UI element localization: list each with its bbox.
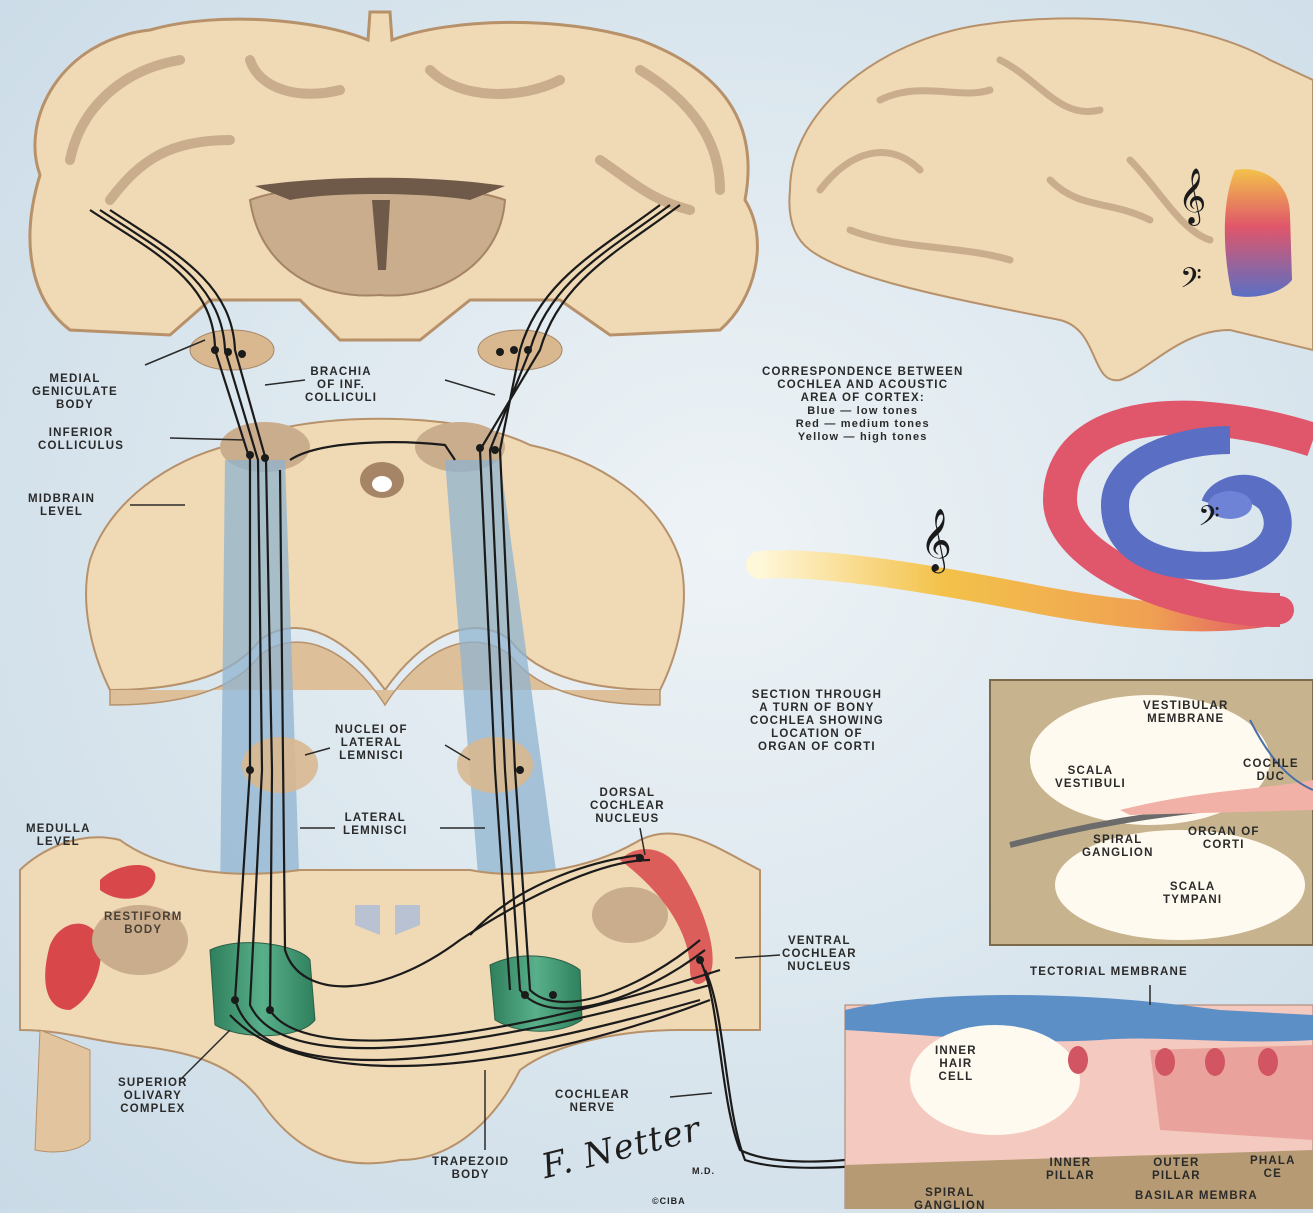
nucleus-lateral-lemniscus-left	[242, 737, 318, 793]
midbrain-section	[86, 330, 684, 705]
label-basilar-membrane: BASILAR MEMBRA	[1135, 1190, 1258, 1203]
treble-clef-icon: 𝄞	[1178, 168, 1206, 225]
brain-coronal-section	[30, 12, 757, 340]
publisher-mark: ©CIBA	[652, 1196, 686, 1206]
label-tectorial-membrane: TECTORIAL MEMBRANE	[1030, 966, 1188, 979]
treble-clef-icon: 𝄞	[920, 508, 952, 572]
bass-clef-icon: 𝄢	[1198, 500, 1220, 540]
signature-suffix: M.D.	[692, 1166, 715, 1176]
cochlea-spiral	[760, 418, 1313, 618]
lateral-brain-view	[789, 18, 1313, 380]
bass-clef-icon: 𝄢	[1180, 262, 1202, 302]
